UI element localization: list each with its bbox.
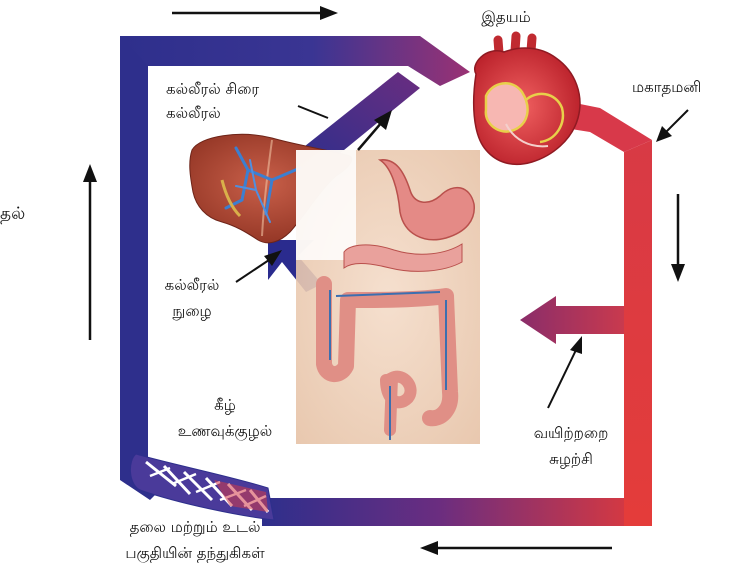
hepatic-portal-label-line1: கல்லீரல் [150, 276, 234, 295]
left-vein-vessel [120, 36, 148, 470]
aorta-vessel [624, 140, 652, 526]
heart-label: இதயம் [476, 8, 536, 27]
lower-gut-label-line1: கீழ் [160, 396, 290, 415]
top-vessel [120, 36, 470, 86]
mesenteric-label-line1: வயிற்றறை [516, 424, 626, 443]
hepatic-portal-label-line2: நுழை [150, 302, 234, 321]
stomach-intestine-illustration [296, 150, 480, 444]
capillaries-label-line2: பகுதியின் தந்துகிகள் [100, 544, 290, 563]
mesenteric-pointer [548, 350, 576, 408]
mesenteric-label-line2: சுழற்சி [516, 450, 626, 469]
portal-pointer [236, 258, 272, 282]
left-edge-fragment-label: தல் [0, 204, 25, 225]
hepatic-vein-pointer [298, 106, 328, 118]
aorta-pointer [664, 110, 688, 134]
lower-gut-label-line2: உணவுக்குழல் [160, 422, 290, 441]
aorta-label: மகாதமனி [632, 78, 701, 97]
heart-illustration [474, 36, 580, 164]
capillary-bed-illustration [130, 454, 274, 520]
hepatic-vein-label-line1: கல்லீரல் சிரை [166, 80, 259, 99]
mesenteric-arrow [520, 296, 624, 344]
capillaries-label-line1: தலை மற்றும் உடல் [110, 518, 280, 537]
bottom-vessel [262, 498, 652, 526]
hepatic-vein-label-line2: கல்லீரல் [166, 104, 221, 123]
